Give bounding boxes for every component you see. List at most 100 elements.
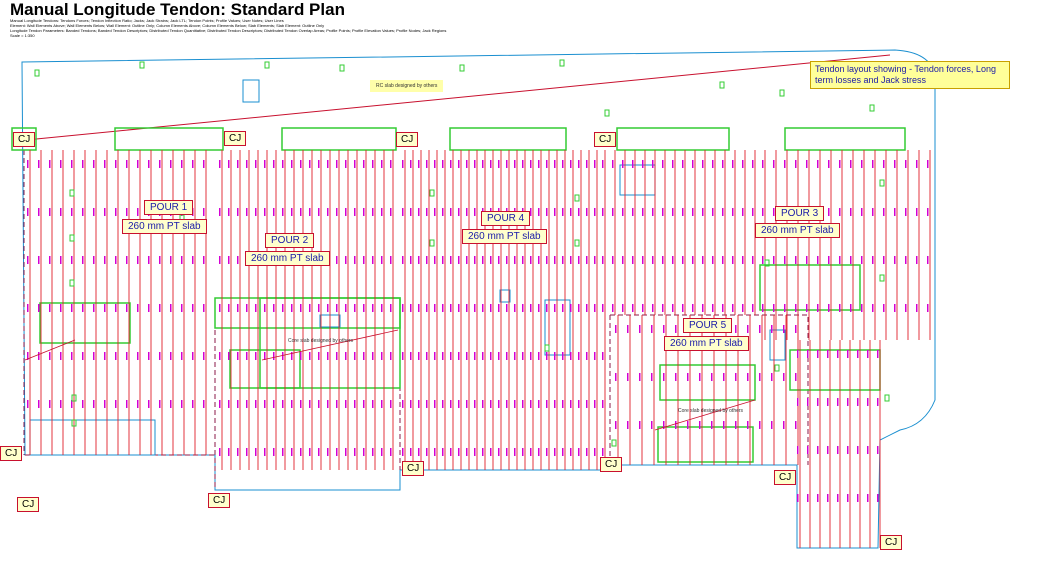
tendon-force-mark <box>817 398 819 406</box>
tendon-force-mark <box>318 448 320 456</box>
tendon-force-mark <box>450 256 452 264</box>
tendon-force-mark <box>612 160 614 168</box>
tendon-force-mark <box>594 352 596 360</box>
tendon-force-mark <box>807 494 809 502</box>
tendon-force-mark <box>246 400 248 408</box>
tendon-force-mark <box>363 400 365 408</box>
tendon-force-mark <box>651 325 653 333</box>
tendon-force-mark <box>857 446 859 454</box>
tendon-force-mark <box>530 400 532 408</box>
tendon-force-mark <box>747 325 749 333</box>
tendon-force-mark <box>474 400 476 408</box>
tendon-force-mark <box>345 352 347 360</box>
tendon-force-mark <box>916 160 918 168</box>
tendon-force-mark <box>773 208 775 216</box>
tendon-force-mark <box>336 352 338 360</box>
tendon-force-mark <box>594 400 596 408</box>
tendon-force-mark <box>837 398 839 406</box>
tendon-force-mark <box>137 352 139 360</box>
tendon-force-mark <box>203 256 205 264</box>
tendon-force-mark <box>418 400 420 408</box>
tendon-force-mark <box>71 208 73 216</box>
tendon-force-mark <box>883 256 885 264</box>
tendon-force-mark <box>228 352 230 360</box>
header-line-3: Longitude Tendon Parameters: Banded Tend… <box>10 28 447 33</box>
column-mark <box>611 439 617 447</box>
tendon-force-mark <box>867 398 869 406</box>
column-mark <box>574 194 580 202</box>
tendon-force-mark <box>126 160 128 168</box>
tendon-force-mark <box>381 208 383 216</box>
column-mark <box>774 364 780 372</box>
tendon-force-mark <box>615 421 617 429</box>
tendon-force-mark <box>828 304 830 312</box>
tendon-force-mark <box>578 256 580 264</box>
tendon-force-mark <box>450 304 452 312</box>
tendon-force-mark <box>837 446 839 454</box>
column-mark <box>604 109 610 117</box>
tendon-force-mark <box>916 208 918 216</box>
tendon-force-mark <box>434 304 436 312</box>
tendon-force-mark <box>38 352 40 360</box>
tendon-force-mark <box>817 446 819 454</box>
tendon-force-mark <box>759 373 761 381</box>
tendon-force-mark <box>390 352 392 360</box>
column-mark <box>429 239 435 247</box>
pour-2-label: POUR 2 <box>265 233 315 248</box>
tendon-force-mark <box>783 373 785 381</box>
tendon-force-mark <box>672 304 674 312</box>
tendon-force-mark <box>474 352 476 360</box>
tendon-force-mark <box>458 160 460 168</box>
tendon-force-mark <box>562 400 564 408</box>
tendon-force-mark <box>426 208 428 216</box>
tendon-force-mark <box>137 304 139 312</box>
tendon-force-mark <box>273 304 275 312</box>
pour-3-slab: 260 mm PT slab <box>755 223 840 238</box>
tendon-force-mark <box>181 256 183 264</box>
tendon-force-mark <box>474 160 476 168</box>
tendon-force-mark <box>883 304 885 312</box>
tendon-force-mark <box>372 304 374 312</box>
tendon-force-mark <box>255 352 257 360</box>
tendon-force-mark <box>514 160 516 168</box>
tendon-force-mark <box>712 160 714 168</box>
tendon-force-mark <box>562 448 564 456</box>
tendon-force-mark <box>797 350 799 358</box>
tendon-force-mark <box>602 256 604 264</box>
column-mark <box>879 274 885 282</box>
tendon-force-mark <box>458 400 460 408</box>
tendon-force-mark <box>159 352 161 360</box>
walls-mid <box>39 264 881 463</box>
tendon-force-mark <box>850 304 852 312</box>
tendon-force-mark <box>675 373 677 381</box>
tendon-force-mark <box>442 448 444 456</box>
tendon-force-mark <box>570 304 572 312</box>
tendon-force-mark <box>203 400 205 408</box>
tendon-force-mark <box>327 304 329 312</box>
tendon-force-mark <box>839 256 841 264</box>
tendon-force-mark <box>837 350 839 358</box>
tendon-force-mark <box>522 304 524 312</box>
tendon-force-mark <box>578 400 580 408</box>
tendon-force-mark <box>318 352 320 360</box>
header-line-4: Scale = 1:350 <box>10 33 35 38</box>
tendon-force-mark <box>894 256 896 264</box>
tendon-force-mark <box>82 400 84 408</box>
tendon-force-mark <box>372 160 374 168</box>
tendon-force-mark <box>522 160 524 168</box>
tendon-force-mark <box>522 400 524 408</box>
tendon-force-mark <box>300 352 302 360</box>
column-mark <box>879 179 885 187</box>
tendon-force-mark <box>905 160 907 168</box>
tendon-force-mark <box>562 304 564 312</box>
core-slab-note-right: Core slab designed by others <box>678 408 744 414</box>
tendon-force-mark <box>115 256 117 264</box>
tendon-force-mark <box>219 448 221 456</box>
tendon-force-mark <box>104 400 106 408</box>
tendon-force-mark <box>742 304 744 312</box>
tendon-force-mark <box>632 256 634 264</box>
tendon-force-mark <box>115 400 117 408</box>
column-mark <box>764 259 770 267</box>
tendon-force-mark <box>651 373 653 381</box>
tendon-force-mark <box>104 352 106 360</box>
